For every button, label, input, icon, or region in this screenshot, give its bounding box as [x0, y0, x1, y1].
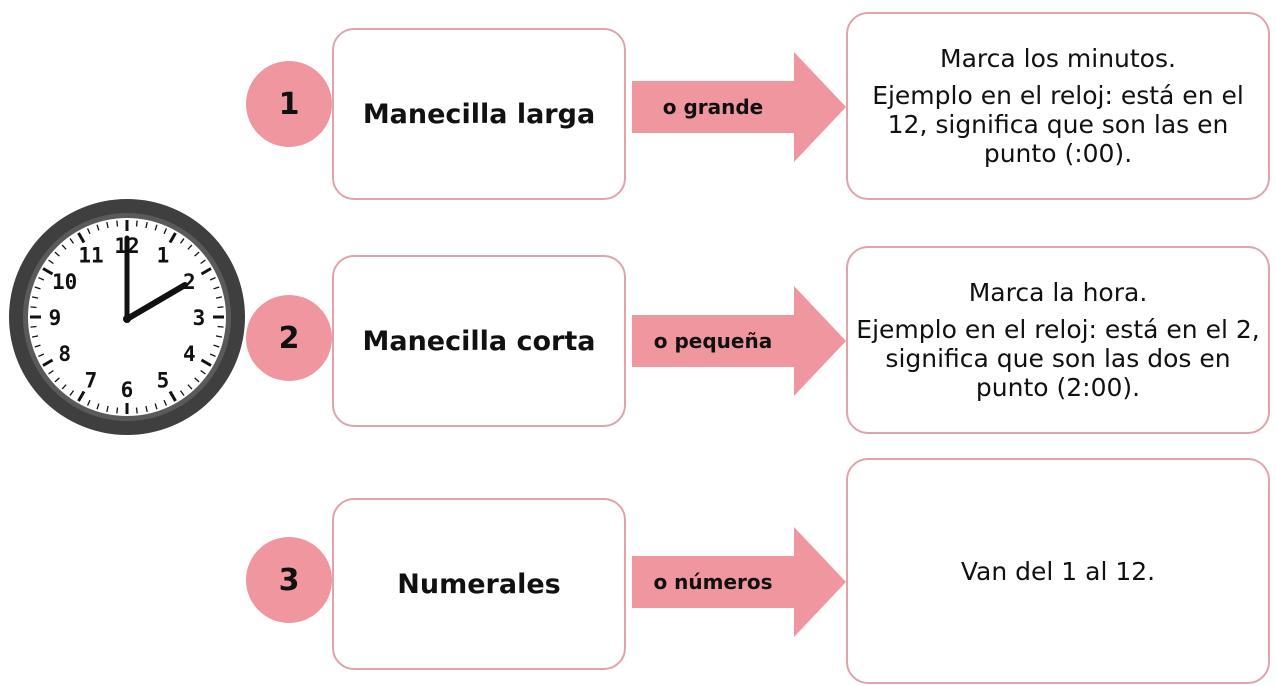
- clock-numeral-7: 7: [85, 368, 98, 392]
- clock-minute-tick: [200, 369, 206, 375]
- clock-minute-tick: [54, 251, 60, 257]
- clock-minute-tick: [106, 221, 109, 229]
- clock-minute-tick: [187, 384, 193, 390]
- clock-minute-tick: [116, 220, 119, 227]
- clock-minute-tick: [213, 344, 220, 348]
- clock-minute-tick: [38, 276, 45, 281]
- arrow-1: [632, 52, 846, 162]
- clock-minute-tick: [30, 325, 37, 328]
- term-box-2: Manecilla corta: [332, 255, 626, 427]
- clock-ticks: [30, 220, 224, 414]
- description-box-3: Van del 1 al 12.: [846, 458, 1270, 684]
- clock-hour-tick: [42, 267, 54, 276]
- clock-numeral-1: 1: [157, 244, 170, 268]
- hour-hand: [124, 282, 188, 322]
- clock-minute-tick: [61, 244, 67, 250]
- clock-minute-tick: [86, 228, 91, 235]
- clock-hour-tick: [77, 390, 86, 402]
- clock-minute-tick: [48, 369, 54, 375]
- clock-minute-tick: [116, 407, 119, 414]
- description-line: Van del 1 al 12.: [960, 556, 1156, 586]
- description-line: Ejemplo en el reloj: está en el 12, sign…: [872, 81, 1244, 168]
- clock-minute-tick: [69, 390, 75, 396]
- clock-minute-tick: [106, 405, 109, 413]
- arrow-label-3: o números: [653, 570, 773, 594]
- clock-hour-tick: [77, 232, 86, 244]
- description-box-2: Marca la hora. Ejemplo en el reloj: está…: [846, 246, 1270, 434]
- clock-numeral-3: 3: [193, 306, 206, 330]
- clock-minute-tick: [179, 390, 185, 396]
- step-number-3: 3: [246, 537, 332, 623]
- clock-minute-tick: [96, 403, 100, 410]
- clock-minute-tick: [154, 224, 158, 231]
- clock-minute-tick: [30, 306, 37, 309]
- clock-minute-tick: [69, 238, 75, 244]
- clock-minute-tick: [61, 384, 67, 390]
- term-box-1: Manecilla larga: [332, 28, 626, 200]
- clock-minute-tick: [145, 221, 148, 229]
- step-number-2: 2: [246, 295, 332, 381]
- clock-minute-tick: [194, 377, 200, 383]
- clock-minute-tick: [54, 377, 60, 383]
- clock-numeral-4: 4: [183, 342, 196, 366]
- clock-minute-tick: [200, 259, 206, 265]
- term-box-3: Numerales: [332, 498, 626, 670]
- description-line: Marca los minutos.: [940, 44, 1176, 73]
- clock-illustration: 123456789101112: [9, 199, 245, 435]
- clock-numeral-10: 10: [52, 270, 77, 294]
- clock-numeral-8: 8: [58, 342, 71, 366]
- clock-minute-tick: [34, 344, 41, 348]
- clock-minute-tick: [215, 335, 223, 338]
- clock-minute-tick: [194, 251, 200, 257]
- clock-minute-tick: [31, 335, 39, 338]
- clock-hour-tick: [200, 267, 212, 276]
- description-box-1: Marca los minutos. Ejemplo en el reloj: …: [846, 12, 1270, 200]
- arrow-3: [632, 527, 846, 637]
- clock-minute-tick: [31, 296, 39, 299]
- clock-minute-tick: [86, 399, 91, 406]
- clock-hour-tick: [200, 358, 212, 367]
- clock-numeral-9: 9: [49, 306, 62, 330]
- step-number-1: 1: [246, 61, 332, 147]
- description-line: Marca la hora.: [968, 278, 1148, 307]
- clock-hour-tick: [42, 358, 54, 367]
- arrow-label-2: o pequeña: [653, 329, 773, 353]
- clock-minute-tick: [215, 296, 223, 299]
- clock-minute-tick: [145, 405, 148, 413]
- clock-numeral-2: 2: [183, 270, 196, 294]
- clock-minute-tick: [48, 259, 54, 265]
- clock-minute-tick: [163, 399, 168, 406]
- clock-numeral-11: 11: [78, 244, 103, 268]
- arrow-label-1: o grande: [662, 95, 764, 119]
- clock-numeral-6: 6: [121, 378, 134, 402]
- clock-numeral-5: 5: [157, 368, 170, 392]
- clock-minute-tick: [135, 407, 138, 414]
- clock-center-pin: [123, 315, 131, 323]
- clock-minute-tick: [179, 238, 185, 244]
- clock-minute-tick: [163, 228, 168, 235]
- clock-hour-tick: [168, 390, 177, 402]
- clock-minute-tick: [209, 276, 216, 281]
- clock-minute-tick: [38, 353, 45, 358]
- description-line: Ejemplo en el reloj: está en el 2, signi…: [856, 315, 1260, 402]
- clock-minute-tick: [34, 286, 41, 290]
- arrow-2: [632, 286, 846, 396]
- clock-hour-tick: [168, 232, 177, 244]
- clock-minute-tick: [154, 403, 158, 410]
- clock-minute-tick: [96, 224, 100, 231]
- clock-minute-tick: [217, 325, 224, 328]
- clock-minute-tick: [217, 306, 224, 309]
- clock-minute-tick: [213, 286, 220, 290]
- clock-minute-tick: [209, 353, 216, 358]
- clock-minute-tick: [187, 244, 193, 250]
- clock-minute-tick: [135, 220, 138, 227]
